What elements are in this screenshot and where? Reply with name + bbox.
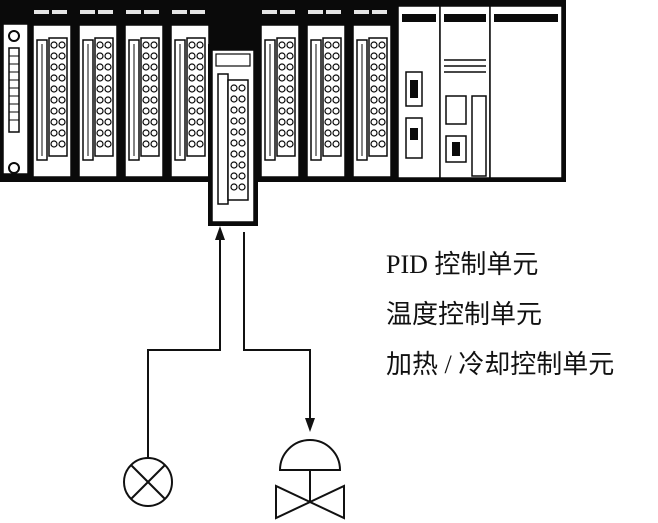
down-arrow-icon [305,418,315,432]
pid-control-unit [208,44,258,226]
valve-signal-line [243,232,311,420]
sensor-signal-line [147,238,221,458]
io-module-5 [257,0,303,181]
up-arrow-icon [215,226,225,240]
io-module-3 [121,0,167,181]
io-module-4 [167,0,213,181]
pid-control-unit-label: PID 控制单元 [386,250,539,279]
control-valve-icon [275,439,345,520]
cpu-unit [439,5,491,179]
io-module-7 [349,0,395,181]
temperature-sensor-icon [123,457,173,507]
heating-cooling-control-unit-label: 加热 / 冷却控制单元 [386,350,615,379]
io-module-2 [75,0,121,181]
io-module-6 [303,0,349,181]
io-module-1 [29,0,75,181]
temperature-control-unit-label: 温度控制单元 [386,300,543,329]
power-supply-unit [397,5,441,179]
expansion-unit [489,5,563,179]
